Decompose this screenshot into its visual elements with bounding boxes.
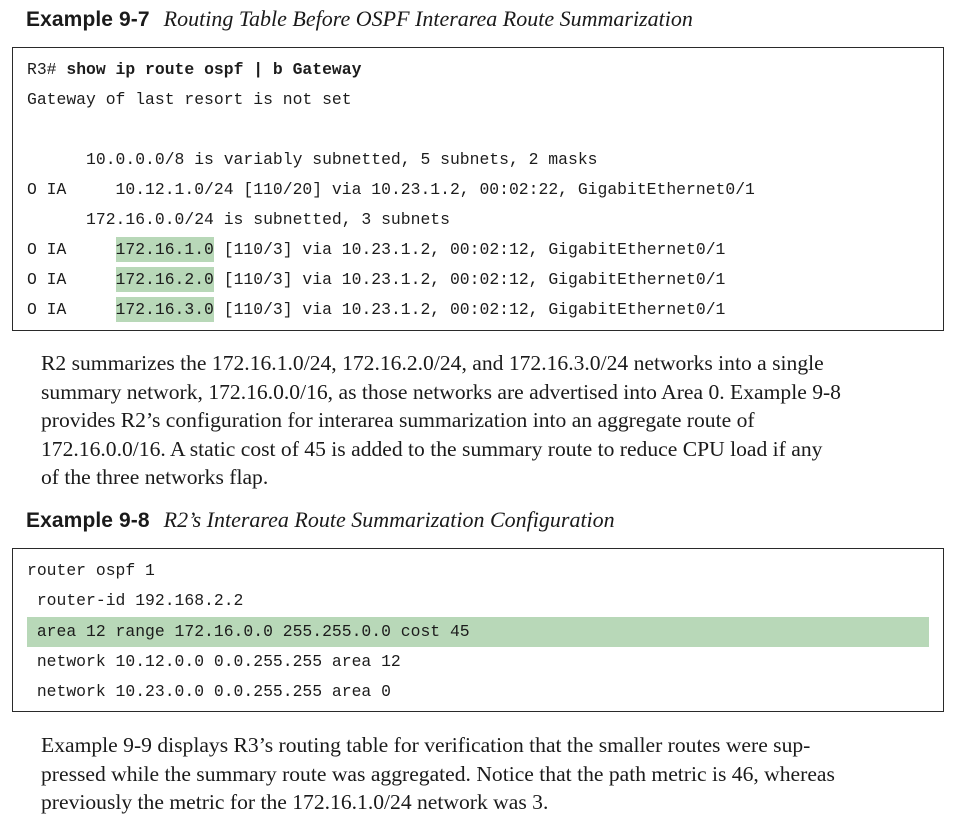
code-line: router-id 192.168.2.2 <box>27 591 244 610</box>
route-entry: O IA 10.12.1.0/24 [110/20] via 10.23.1.2… <box>27 175 929 205</box>
code-line-blank <box>27 115 929 145</box>
highlighted-code-line: area 12 range 172.16.0.0 255.255.0.0 cos… <box>27 617 929 647</box>
route-code: O IA <box>27 240 116 259</box>
body-paragraph-2: Example 9-9 displays R3’s routing table … <box>41 731 941 817</box>
route-entry: O IA 172.16.2.0 [110/3] via 10.23.1.2, 0… <box>27 265 929 295</box>
paragraph-line: Example 9-9 displays R3’s routing table … <box>41 733 811 757</box>
example-9-7-title: Example 9-7 Routing Table Before OSPF Int… <box>26 5 693 33</box>
highlighted-network: 172.16.3.0 <box>115 297 214 322</box>
code-listing-9-8: router ospf 1 router-id 192.168.2.2 area… <box>12 548 944 712</box>
route-details: 10.12.1.0/24 [110/20] via 10.23.1.2, 00:… <box>115 180 755 199</box>
example-label: Example 9-7 <box>26 8 150 31</box>
cli-command: show ip route ospf | b Gateway <box>66 60 362 79</box>
code-line: router ospf 1 <box>27 561 155 580</box>
code-line-command: R3# show ip route ospf | b Gateway <box>27 55 929 85</box>
code-line: 172.16.0.0/24 is subnetted, 3 subnets <box>27 210 450 229</box>
code-line: Gateway of last resort is not set <box>27 90 352 109</box>
route-entry: O IA 172.16.3.0 [110/3] via 10.23.1.2, 0… <box>27 295 929 325</box>
paragraph-line: 172.16.0.0/16. A static cost of 45 is ad… <box>41 436 823 461</box>
code-line: 10.0.0.0/8 is variably subnetted, 5 subn… <box>27 150 598 169</box>
paragraph-line: summary network, 172.16.0.0/16, as those… <box>41 379 841 404</box>
body-paragraph-1: R2 summarizes the 172.16.1.0/24, 172.16.… <box>41 349 941 492</box>
code-line: network 10.12.0.0 0.0.255.255 area 12 <box>27 652 401 671</box>
route-code: O IA <box>27 270 116 289</box>
highlighted-network: 172.16.1.0 <box>115 237 214 262</box>
example-label: Example 9-8 <box>26 509 150 532</box>
cli-prompt: R3# <box>27 60 67 79</box>
code-listing-9-7: R3# show ip route ospf | b Gateway Gatew… <box>12 47 944 331</box>
paragraph-line: previously the metric for the 172.16.1.0… <box>41 790 549 815</box>
route-code: O IA <box>27 180 116 199</box>
paragraph-line: of the three networks flap. <box>41 465 269 490</box>
route-details: [110/3] via 10.23.1.2, 00:02:12, Gigabit… <box>213 300 726 319</box>
paragraph-line: pressed while the summary route was aggr… <box>41 761 835 786</box>
route-details: [110/3] via 10.23.1.2, 00:02:12, Gigabit… <box>213 240 726 259</box>
example-9-8-title: Example 9-8 R2’s Interarea Route Summariz… <box>26 506 615 534</box>
paragraph-line: R2 summarizes the 172.16.1.0/24, 172.16.… <box>41 351 824 375</box>
code-line: network 10.23.0.0 0.0.255.255 area 0 <box>27 682 391 701</box>
example-caption: R2’s Interarea Route Summarization Confi… <box>163 507 615 532</box>
route-details: [110/3] via 10.23.1.2, 00:02:12, Gigabit… <box>213 270 726 289</box>
example-caption: Routing Table Before OSPF Interarea Rout… <box>163 6 693 31</box>
route-code: O IA <box>27 300 116 319</box>
route-entry: O IA 172.16.1.0 [110/3] via 10.23.1.2, 0… <box>27 235 929 265</box>
highlighted-network: 172.16.2.0 <box>115 267 214 292</box>
paragraph-line: provides R2’s configuration for interare… <box>41 408 755 433</box>
